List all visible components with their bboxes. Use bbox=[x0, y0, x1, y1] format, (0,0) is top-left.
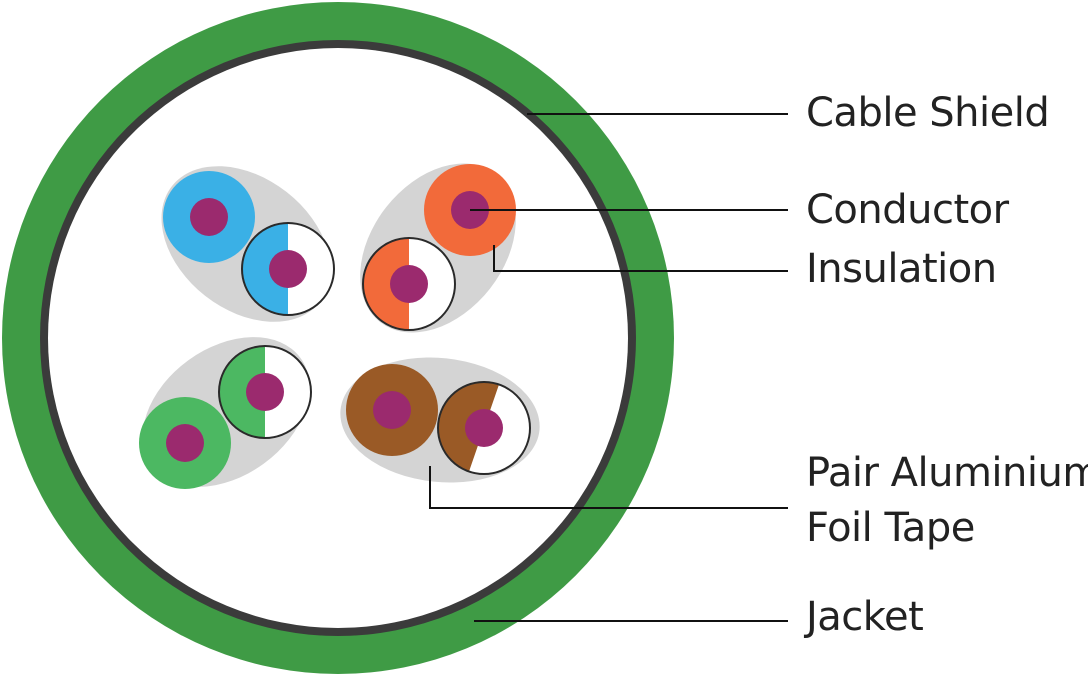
wire-blue-white bbox=[241, 222, 335, 316]
leader-insulation bbox=[493, 245, 788, 272]
wire-orange-white bbox=[362, 237, 456, 331]
wire-green bbox=[139, 397, 231, 489]
wire-brown-white bbox=[437, 381, 531, 475]
wire-blue bbox=[163, 171, 255, 263]
leader-foil-tape bbox=[429, 466, 788, 509]
label-cable-shield: Cable Shield bbox=[806, 90, 1050, 136]
label-insulation: Insulation bbox=[806, 246, 997, 292]
label-foil-tape-line2: Foil Tape bbox=[806, 505, 975, 551]
label-jacket: Jacket bbox=[806, 594, 924, 640]
label-foil-tape-line1: Pair Aluminium bbox=[806, 450, 1088, 496]
cable-interior bbox=[48, 48, 628, 628]
wire-brown bbox=[346, 364, 438, 456]
label-conductor: Conductor bbox=[806, 187, 1009, 233]
wire-green-white bbox=[218, 345, 312, 439]
